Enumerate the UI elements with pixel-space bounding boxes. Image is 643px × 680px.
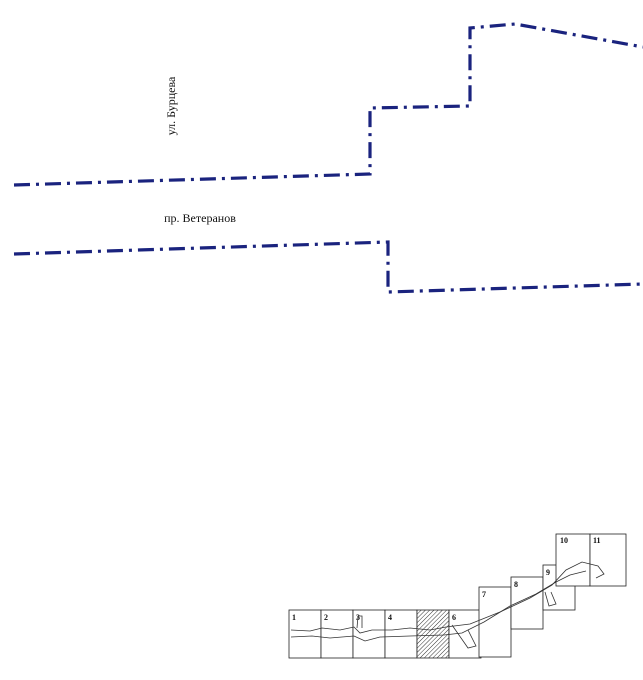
sheet-number: 4 xyxy=(388,613,392,622)
route-branch-sheet3 xyxy=(356,615,363,629)
sheet-number: 10 xyxy=(560,536,568,545)
sheet-7[interactable] xyxy=(478,586,512,658)
sheet-number: 1 xyxy=(292,613,296,622)
route-outline xyxy=(290,561,605,634)
sheet-number: 11 xyxy=(593,536,601,545)
route-branch-north xyxy=(544,591,557,607)
sheet-2[interactable] xyxy=(320,609,354,659)
street-label-veteranov: пр. Ветеранов xyxy=(164,211,236,225)
sheet-number: 2 xyxy=(324,613,328,622)
sheet-number: 6 xyxy=(452,613,456,622)
sheet-11[interactable] xyxy=(589,533,627,587)
sheet-10[interactable] xyxy=(555,533,591,587)
sheet-number: 9 xyxy=(546,568,550,577)
sheet-5-active[interactable] xyxy=(416,609,450,659)
sheet-number: 7 xyxy=(482,590,486,599)
sheet-3[interactable] xyxy=(352,609,386,659)
boundary-line-lower xyxy=(13,240,643,294)
boundary-line-upper xyxy=(13,22,643,187)
sheet-1[interactable] xyxy=(288,609,322,659)
street-label-burtseva: ул. Бурцева xyxy=(164,76,178,135)
sheet-number: 8 xyxy=(514,580,518,589)
key-map: 1 2 3 4 6 7 8 9 10 11 xyxy=(288,533,627,659)
route-outline-lower xyxy=(290,570,587,642)
route-branch xyxy=(451,624,477,649)
